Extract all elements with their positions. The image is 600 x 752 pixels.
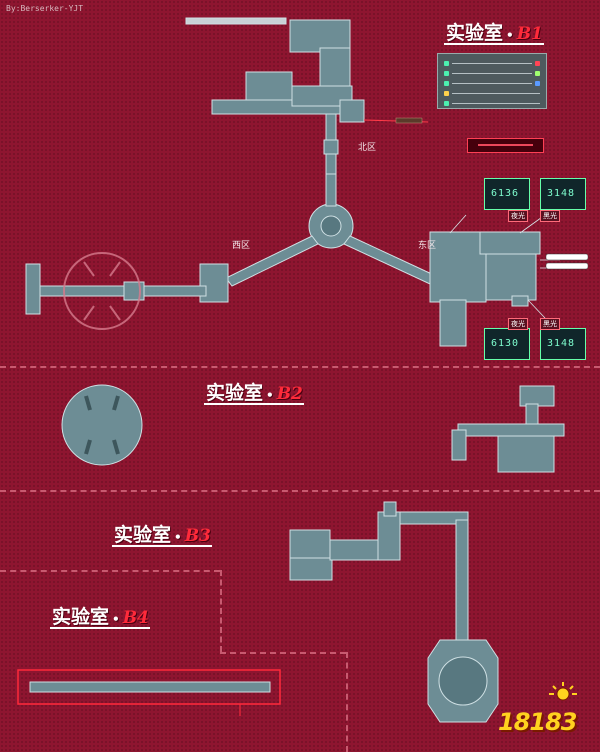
legend-swatch-1b [535,60,540,66]
west-arm [225,235,319,287]
zone-label-west: 西区 [232,241,251,251]
east-upper-room [479,231,541,255]
legend-line-3 [452,82,532,84]
east-lower-room [439,299,467,347]
floor-title-b1-underline [444,43,544,45]
legend-swatch-3b [535,80,540,86]
separator-b3-b4 [0,570,220,572]
legend-line-5 [452,102,540,104]
legend-line-4 [452,92,540,94]
warning-box-text [478,144,533,146]
north-small-room [339,99,365,123]
west-ring [63,252,141,330]
panel-label-3: 夜光 [508,318,528,330]
zone-label-north: 北区 [358,143,377,153]
hub-north-arm [325,173,337,207]
legend-row-5 [444,99,540,107]
legend-row-3 [444,79,540,87]
code-panel-top-left-digits: 6136 [491,188,520,199]
b4-highlight-box [17,669,281,705]
floor-title-b4: 实验室•B4 [52,606,149,628]
legend-swatch-2 [444,70,449,76]
code-panel-bottom-right-digits: 3148 [547,338,576,349]
map-legend [437,53,547,109]
code-panel-bottom-left-digits: 6130 [491,338,520,349]
floor-title-b3-underline [112,545,212,547]
north-item-marker [395,117,423,124]
legend-row-2 [444,69,540,77]
b3-upper-corridor [399,511,469,525]
b3-long-corridor [455,519,469,641]
east-side-room [511,295,529,307]
code-panel-top-left: 6136 [484,178,530,210]
author-credit: By:Berserker-YJT [6,4,84,13]
b2-corridor [457,423,565,437]
legend-swatch-2b [535,70,540,76]
floor-title-b3: 实验室•B3 [114,524,211,546]
north-top-room-drop [319,47,351,89]
site-logo: 18183 [494,698,590,742]
floor-title-b2-underline [204,403,304,405]
b2-round-chamber [61,384,143,466]
west-corridor [25,285,207,297]
east-leader-4 [449,214,467,234]
panel-label-4: 黑光 [540,318,560,330]
b3-top-node [383,501,397,517]
site-logo-text: 18183 [498,708,577,736]
b3-left-room [289,529,331,561]
legend-swatch-3 [444,80,449,86]
separator-b3-b4-vertical [220,570,222,652]
floor-title-b2: 实验室•B2 [206,382,303,404]
east-selector-2 [545,262,589,270]
legend-line-2 [452,72,532,74]
b4-corridor [29,681,271,693]
legend-swatch-1 [444,60,449,66]
b3-mid-tower [377,511,401,561]
floor-title-b1: 实验室•B1 [446,22,543,44]
legend-row-4 [444,89,540,97]
legend-swatch-5 [444,100,449,106]
b3-left-lower [289,557,333,581]
floor-title-b4-underline [50,627,150,629]
separator-b4-right [220,652,346,654]
east-selector-1 [545,253,589,261]
east-complex [429,231,487,303]
west-ring-spokes [83,261,121,321]
legend-line-1 [452,62,532,64]
zone-label-east: 东区 [418,241,437,251]
north-entry-rail [185,17,287,25]
b2-top-room [519,385,555,407]
separator-b4-right-vertical [346,652,348,752]
b2-chamber-notches [84,395,120,455]
legend-row-1 [444,59,540,67]
b3-mid-room [329,539,379,561]
code-panel-top-right: 3148 [540,178,586,210]
legend-swatch-4 [444,90,449,96]
separator-b1-b2 [0,366,600,368]
central-hub-core [320,215,342,237]
sun-icon [549,682,577,701]
east-leader-3 [527,299,546,319]
b3-octagon-core [438,656,488,706]
north-node [323,139,339,155]
panel-label-2: 黑光 [540,210,560,222]
b2-left-room [451,429,467,461]
east-lab [485,253,537,301]
warning-box [467,138,544,153]
north-room-b [291,85,353,107]
separator-b2-b3 [0,490,600,492]
panel-label-1: 夜光 [508,210,528,222]
code-panel-bottom-left: 6130 [484,328,530,360]
code-panel-top-right-digits: 3148 [547,188,576,199]
west-end-room [25,263,41,315]
b2-lower-room [497,435,555,473]
code-panel-bottom-right: 3148 [540,328,586,360]
north-top-room [289,19,351,53]
